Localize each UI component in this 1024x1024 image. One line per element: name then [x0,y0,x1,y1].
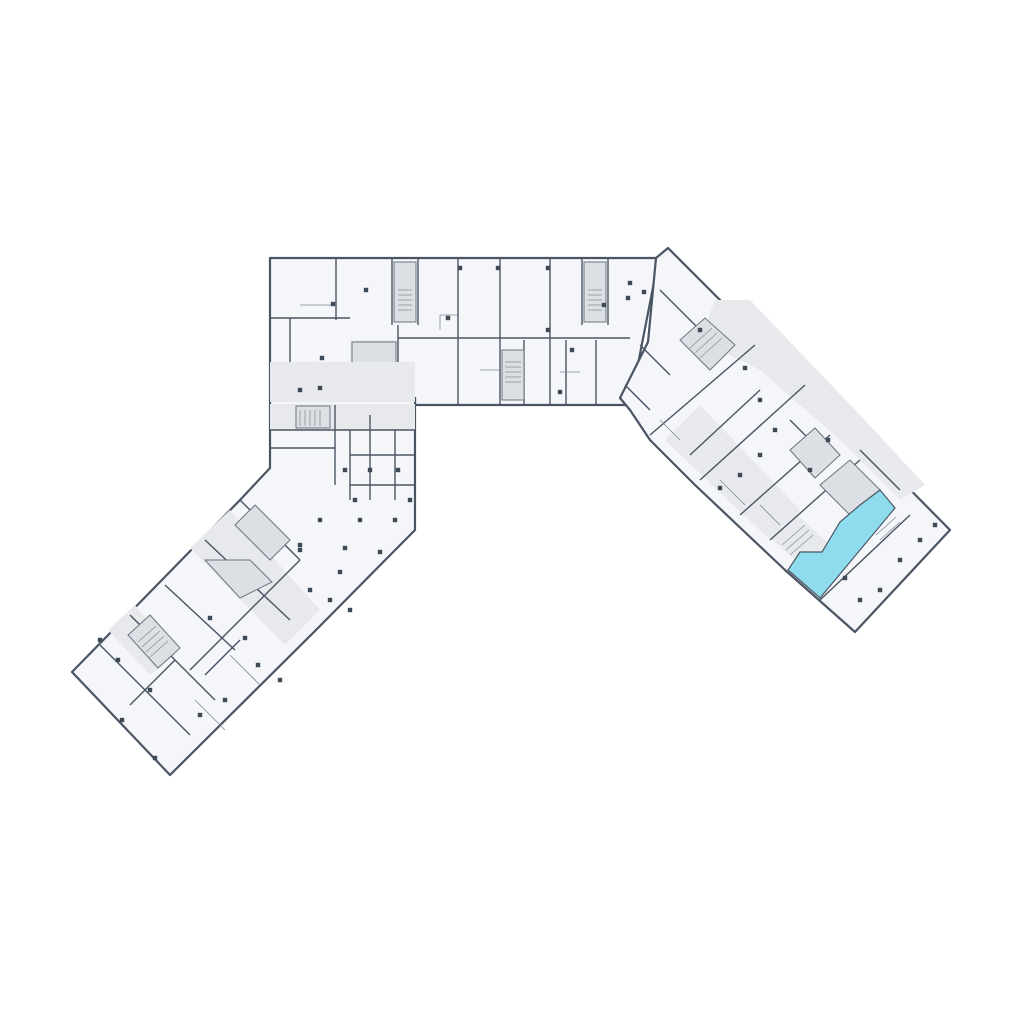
north-stair-east [583,261,607,323]
column [119,717,125,723]
selected-apartment[interactable] [787,489,896,599]
column [842,575,848,581]
column [147,687,153,693]
column [917,537,923,543]
column [347,607,353,613]
column [317,385,323,391]
column [625,295,631,301]
column [337,569,343,575]
column [152,755,158,761]
column [557,389,563,395]
column [363,287,369,293]
southwest-core-middle [203,559,273,599]
column [407,497,413,503]
column [242,635,248,641]
column [545,265,551,271]
column [317,517,323,523]
column [545,327,551,333]
column [297,542,303,548]
column [352,497,358,503]
west-wing [70,362,417,777]
column [319,355,325,361]
north-stair-west [393,261,417,323]
column [297,547,303,553]
column [641,289,647,295]
column [297,387,303,393]
column [307,587,313,593]
column [97,637,103,643]
structural-columns [97,265,938,761]
column [742,365,748,371]
column [897,557,903,563]
north-stair-middle [501,349,525,401]
column [717,485,723,491]
column [445,315,451,321]
southwest-stair [137,625,169,658]
column [757,452,763,458]
column [932,522,938,528]
column [877,587,883,593]
east-stair-upper [689,327,723,359]
column [342,545,348,551]
column [697,327,703,333]
column [327,597,333,603]
column [222,697,228,703]
east-core-middle [789,427,841,479]
east-wing [618,246,952,634]
column [392,517,398,523]
west-stair [295,405,331,429]
column [357,517,363,523]
column [601,302,607,308]
column [627,280,633,286]
column [737,472,743,478]
column [115,657,121,663]
column [207,615,213,621]
column [457,265,463,271]
east-core-upper [679,317,736,371]
column [825,437,831,443]
column [367,467,373,473]
column [757,397,763,403]
column [495,265,501,271]
column [772,427,778,433]
column [197,712,203,718]
column [377,549,383,555]
column [395,467,401,473]
column [569,347,575,353]
column [342,467,348,473]
southwest-core-lower [127,614,181,669]
column [277,677,283,683]
southwest-core-upper [234,504,291,561]
column [330,301,336,307]
column [857,597,863,603]
column [255,662,261,668]
column [807,467,813,473]
